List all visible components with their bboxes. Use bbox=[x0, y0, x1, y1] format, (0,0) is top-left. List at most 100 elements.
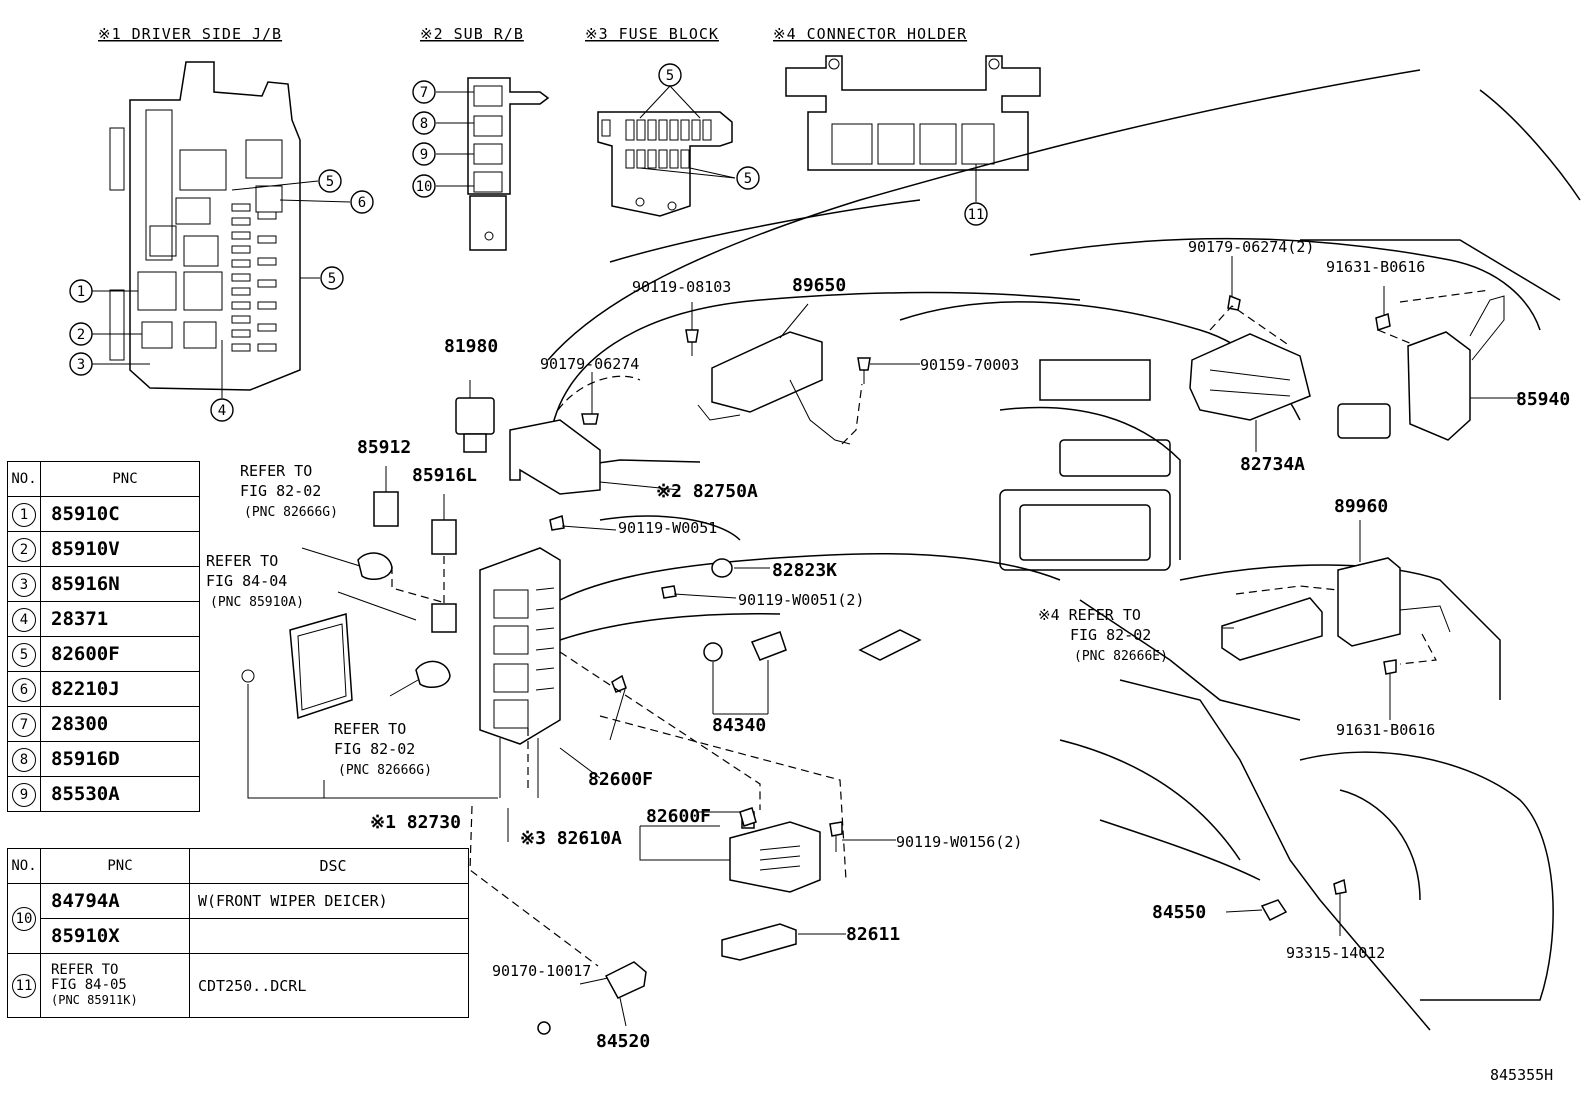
callout-5-fuse-side: 5 bbox=[736, 166, 760, 190]
label-82730: ※1 82730 bbox=[370, 812, 461, 833]
callout-6: 6 bbox=[350, 190, 374, 214]
svg-text:5: 5 bbox=[328, 271, 336, 287]
section-title-fuse-block: ※3 FUSE BLOCK bbox=[585, 25, 719, 43]
label-85916L: 85916L bbox=[412, 465, 477, 486]
label-82823K: 82823K bbox=[772, 560, 837, 581]
pnc-cell: 82600F bbox=[40, 636, 200, 672]
label-90119-W0051: 90119-W0051 bbox=[618, 519, 717, 537]
driver-side-junction-block bbox=[109, 61, 301, 391]
part-82750A bbox=[509, 419, 681, 495]
svg-text:FIG 82-02: FIG 82-02 bbox=[240, 482, 321, 500]
svg-text:1: 1 bbox=[77, 284, 85, 300]
part-85916L bbox=[415, 519, 457, 689]
pnc-cell: 28371 bbox=[40, 601, 200, 637]
callout-5-jb-top: 5 bbox=[318, 169, 342, 193]
table1-header-no: NO. bbox=[7, 461, 41, 497]
section-title-sub-rb: ※2 SUB R/B bbox=[420, 25, 524, 43]
callout-10: 10 bbox=[412, 174, 436, 198]
fuse-block bbox=[597, 85, 736, 217]
label-84520: 84520 bbox=[596, 1031, 650, 1052]
callout-3: 3 bbox=[69, 352, 93, 376]
callout-7: 7 bbox=[412, 80, 436, 104]
label-82734A: 82734A bbox=[1240, 454, 1305, 475]
svg-text:(PNC 82666G): (PNC 82666G) bbox=[338, 763, 432, 778]
label-91631-B0616-b: 91631-B0616 bbox=[1336, 721, 1435, 739]
label-82600F: 82600F bbox=[588, 769, 653, 790]
svg-text:5: 5 bbox=[326, 174, 334, 190]
table2-header-pnc: PNC bbox=[40, 848, 190, 884]
refer-note-82666E: ※4 REFER TO FIG 82-02 (PNC 82666E) bbox=[1038, 606, 1168, 664]
table-row: 11 REFER TO FIG 84-05 (PNC 85911K) CDT25… bbox=[7, 953, 469, 1018]
label-90179-06274: 90179-06274 bbox=[540, 355, 639, 373]
pnc-cell: 85910C bbox=[40, 496, 200, 532]
row-number: 9 bbox=[12, 782, 36, 807]
dsc-cell: CDT250..DCRL bbox=[189, 953, 469, 1018]
part-82823K bbox=[711, 558, 733, 578]
refer-line: (PNC 85911K) bbox=[51, 993, 138, 1007]
label-93315-14012: 93315-14012 bbox=[1286, 944, 1385, 962]
part-84340 bbox=[703, 631, 787, 662]
diagram-id: 845355H bbox=[1490, 1066, 1553, 1084]
svg-text:FIG 82-02: FIG 82-02 bbox=[334, 740, 415, 758]
table2-header-dsc: DSC bbox=[189, 848, 469, 884]
part-82610A-fuse-block bbox=[729, 811, 821, 893]
label-82600F-b: 82600F bbox=[646, 806, 711, 827]
svg-text:REFER TO: REFER TO bbox=[206, 552, 278, 570]
table-row: 10 84794A W(FRONT WIPER DEICER) bbox=[7, 883, 469, 954]
refer-note-82666G-bottom: REFER TO FIG 82-02 (PNC 82666G) bbox=[334, 720, 432, 778]
label-90170-10017: 90170-10017 bbox=[492, 962, 591, 980]
label-89650: 89650 bbox=[792, 275, 846, 296]
label-82610A: ※3 82610A bbox=[520, 828, 622, 849]
row-number: 2 bbox=[12, 537, 36, 562]
pnc-cell: 85916D bbox=[40, 741, 200, 777]
label-89960: 89960 bbox=[1334, 496, 1388, 517]
section-title-driver-side-jb: ※1 DRIVER SIDE J/B bbox=[98, 25, 282, 43]
svg-text:5: 5 bbox=[666, 68, 674, 84]
svg-text:5: 5 bbox=[744, 171, 752, 187]
row-number: 6 bbox=[12, 677, 36, 702]
svg-text:(PNC 82666G): (PNC 82666G) bbox=[244, 505, 338, 520]
row-number: 4 bbox=[12, 607, 36, 632]
pnc-table-2: NO. PNC DSC 10 84794A W(FRONT WIPER DEIC… bbox=[7, 848, 469, 1018]
dsc-cell bbox=[189, 918, 469, 954]
label-85912: 85912 bbox=[357, 437, 411, 458]
pnc-cell: 84794A bbox=[40, 883, 190, 919]
refer-line: FIG 84-05 bbox=[51, 977, 127, 993]
svg-text:※4 REFER TO: ※4 REFER TO bbox=[1038, 606, 1141, 624]
label-90119-08103: 90119-08103 bbox=[632, 278, 731, 296]
callout-11: 11 bbox=[964, 202, 988, 226]
pnc-cell: 82210J bbox=[40, 671, 200, 707]
part-ecu-85910A bbox=[241, 613, 353, 720]
label-82750A: ※2 82750A bbox=[656, 481, 758, 502]
label-84550: 84550 bbox=[1152, 902, 1206, 923]
callout-8: 8 bbox=[412, 111, 436, 135]
part-85940 bbox=[1399, 289, 1505, 441]
svg-text:(PNC 85910A): (PNC 85910A) bbox=[210, 595, 304, 610]
pnc-cell: 85530A bbox=[40, 776, 200, 812]
svg-text:8: 8 bbox=[420, 116, 428, 132]
part-89960 bbox=[1337, 557, 1451, 647]
svg-text:9: 9 bbox=[420, 147, 428, 163]
svg-text:6: 6 bbox=[358, 195, 366, 211]
label-90119-W0051-2: 90119-W0051(2) bbox=[738, 591, 864, 609]
label-90159-70003: 90159-70003 bbox=[920, 356, 1019, 374]
label-82611: 82611 bbox=[846, 924, 900, 945]
callout-9: 9 bbox=[412, 142, 436, 166]
part-81980 bbox=[455, 397, 495, 453]
svg-text:2: 2 bbox=[77, 327, 85, 343]
row-number: 8 bbox=[12, 747, 36, 772]
svg-text:FIG 82-02: FIG 82-02 bbox=[1070, 626, 1151, 644]
refer-note-85910A: REFER TO FIG 84-04 (PNC 85910A) bbox=[206, 552, 304, 610]
label-90119-W0156-2: 90119-W0156(2) bbox=[896, 833, 1022, 851]
svg-text:7: 7 bbox=[420, 85, 428, 101]
table-row: 85910X bbox=[8, 918, 469, 954]
label-85940: 85940 bbox=[1516, 389, 1570, 410]
pnc-cell: 28300 bbox=[40, 706, 200, 742]
svg-text:FIG 84-04: FIG 84-04 bbox=[206, 572, 287, 590]
